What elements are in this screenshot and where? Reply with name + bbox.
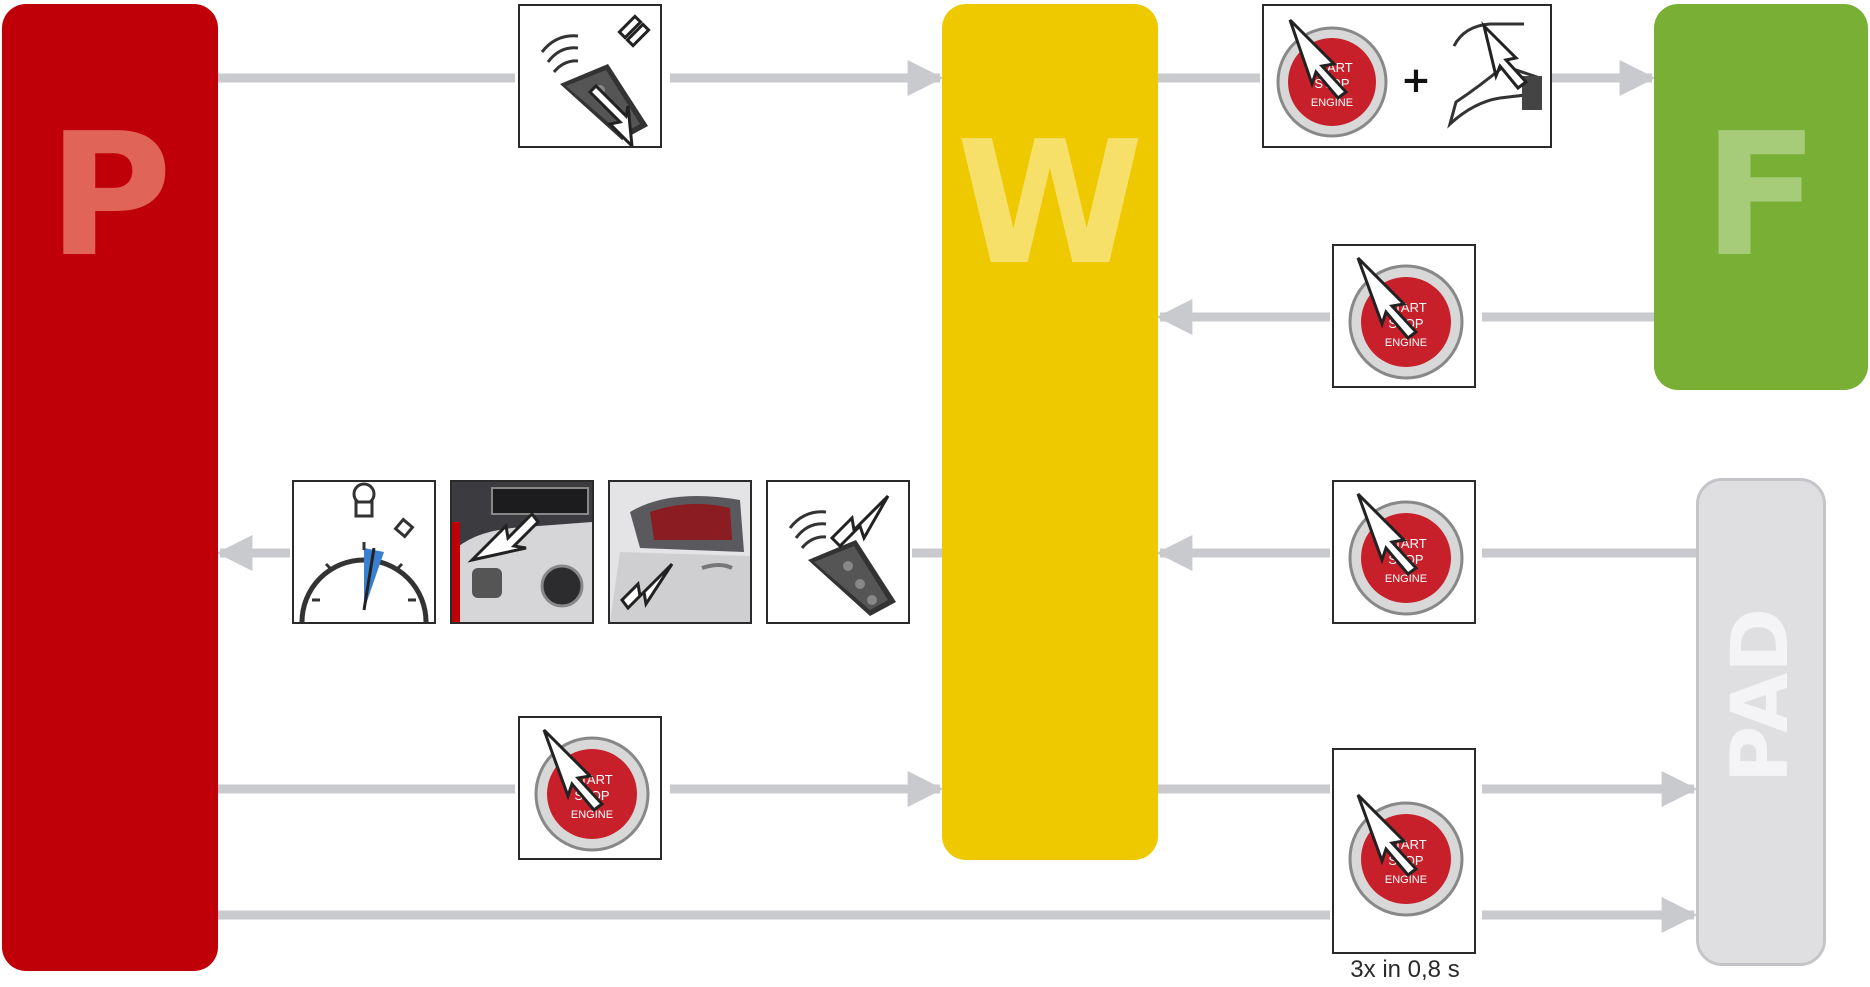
- start-stop-button-icon: START STOP ENGINE: [1348, 793, 1464, 917]
- start-stop-button-icon: START STOP ENGINE: [534, 728, 650, 852]
- tile-door-open: [608, 480, 752, 624]
- press-count-caption: 3x in 0,8 s: [1350, 956, 1460, 983]
- key-fob-press-icon: [788, 494, 896, 616]
- door-open-icon: [610, 482, 750, 622]
- start-stop-button-icon: START STOP ENGINE: [1348, 256, 1464, 380]
- state-pad-block: PAD: [1696, 478, 1826, 966]
- tile-keyfob-p-to-w: [518, 4, 662, 148]
- key-fob-press-icon: [540, 14, 651, 146]
- start-plus-brake-icons: START STOP ENGINE +: [1276, 18, 1542, 138]
- state-f-label: F: [1702, 97, 1820, 295]
- svg-text:ENGINE: ENGINE: [1385, 337, 1427, 349]
- tile-console-button: [450, 480, 594, 624]
- tile-start-pad-to-w: START STOP ENGINE: [1332, 480, 1476, 624]
- state-w-block: W: [942, 4, 1158, 860]
- tile-start-f-to-w: START STOP ENGINE: [1332, 244, 1476, 388]
- state-p-block: P: [2, 4, 218, 971]
- state-pad-label: PAD: [1716, 607, 1806, 783]
- tile-start-p-to-w: START STOP ENGINE: [518, 716, 662, 860]
- state-p-label: P: [47, 97, 173, 295]
- center-console-button-icon: [452, 482, 592, 622]
- tile-start-plus-brake: START STOP ENGINE +: [1262, 4, 1552, 148]
- engine-label: ENGINE: [1311, 97, 1353, 109]
- start-stop-button-icon: START STOP ENGINE: [1348, 492, 1464, 616]
- svg-text:ENGINE: ENGINE: [1385, 573, 1427, 585]
- tile-keyfob-w-to-p: [766, 480, 910, 624]
- tile-stopwatch: [292, 480, 436, 624]
- stopwatch-icon: [299, 482, 429, 622]
- plus-sign: +: [1401, 60, 1431, 101]
- state-f-block: F: [1654, 4, 1868, 390]
- start-stop-button-icon: START STOP ENGINE: [1276, 18, 1388, 138]
- brake-pedal-icon: [1447, 21, 1542, 129]
- state-w-label: W: [956, 105, 1144, 303]
- svg-text:ENGINE: ENGINE: [571, 809, 613, 821]
- tile-start-3x-to-pad: START STOP ENGINE: [1332, 748, 1476, 954]
- svg-text:ENGINE: ENGINE: [1385, 874, 1427, 886]
